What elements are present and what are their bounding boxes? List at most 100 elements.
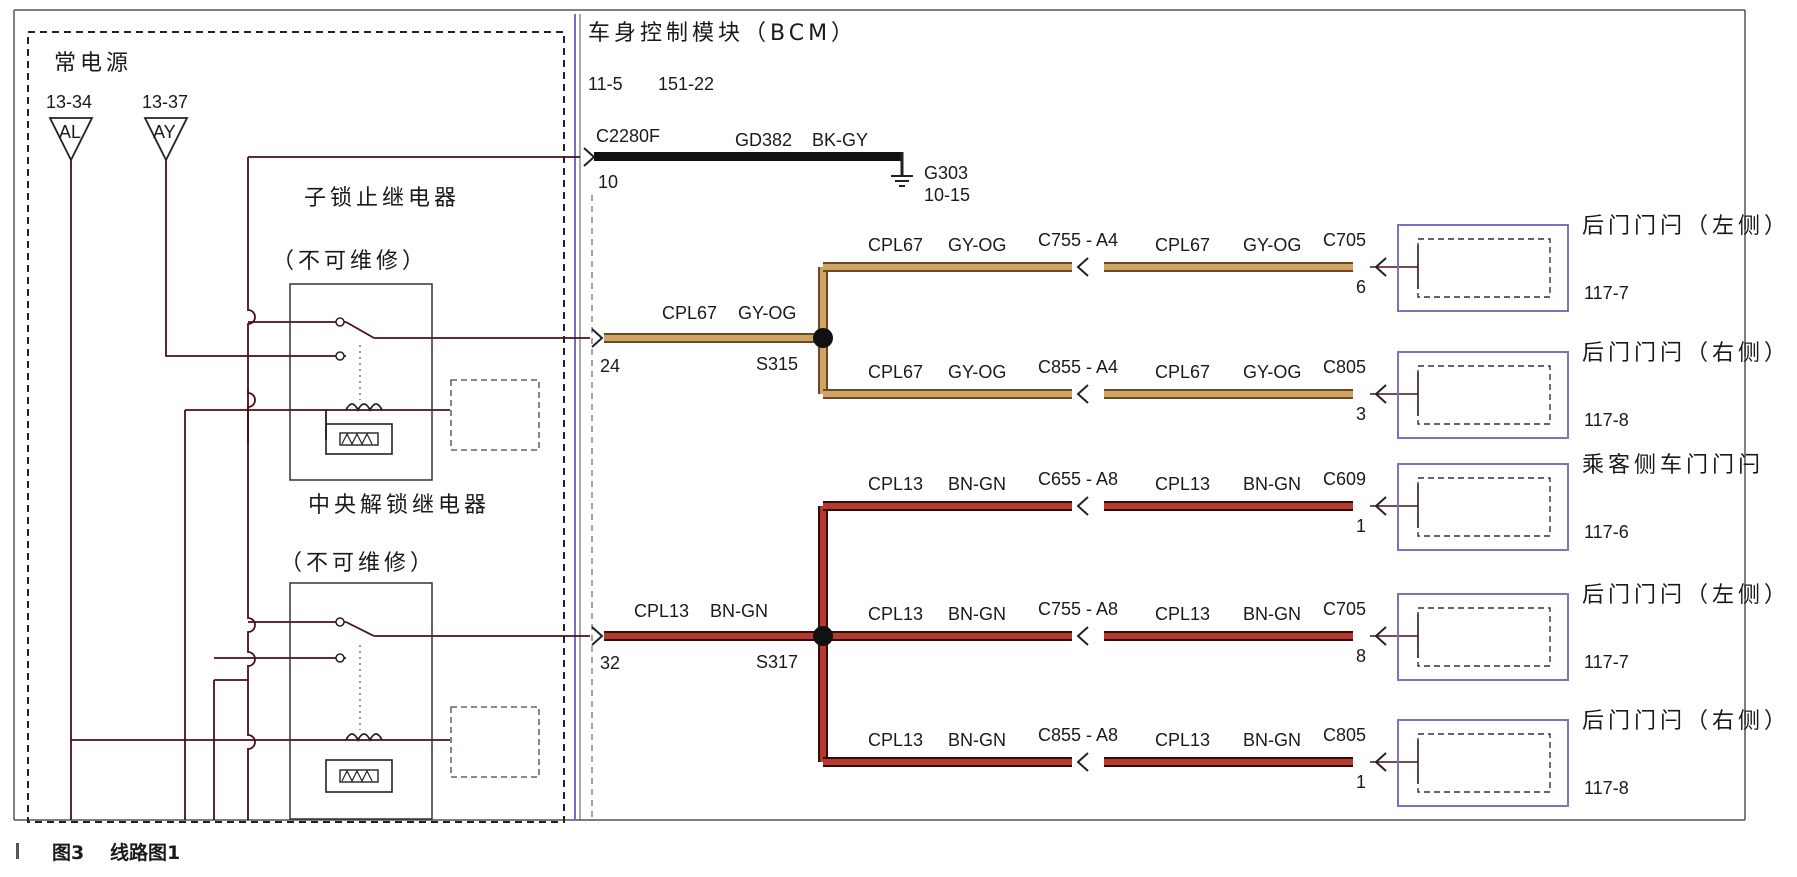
- relay2-box: [289, 582, 433, 820]
- fuse-ay: 13-37 AY: [142, 92, 189, 163]
- group_b-branch-2-module-inner: [1417, 607, 1551, 667]
- group_b-branch-1-color2: BN-GN: [1243, 474, 1301, 494]
- group_a-branch-2-color: GY-OG: [948, 362, 1006, 382]
- group_b-branch-3-device-ref: 117-8: [1584, 778, 1629, 798]
- group_a-branch-1-color: GY-OG: [948, 235, 1006, 255]
- fuse-al-ref: 13-34: [46, 92, 92, 112]
- group_b-splice-label: S317: [756, 652, 798, 672]
- fuse-al-triangle: [48, 117, 94, 163]
- relay2-contact-b: [335, 653, 345, 663]
- group_b-main-color: BN-GN: [710, 601, 768, 621]
- group_b-branch-2-inline: C755 - A8: [1038, 599, 1118, 619]
- group_b-branch-2-color2: BN-GN: [1243, 604, 1301, 624]
- group_a-branch-1-device-name: 后门门闩（左侧）: [1582, 214, 1790, 239]
- group_a-bcm-pin: 24: [600, 356, 620, 376]
- relay2-aux-box: [450, 706, 540, 778]
- group_b-branch-3-inline: C855 - A8: [1038, 725, 1118, 745]
- caption-title: 线路图1: [110, 841, 180, 864]
- group_b-branch-2-inline-arrow: [1076, 626, 1089, 646]
- diagram-frame: [13, 9, 1746, 821]
- group_b-branch-1-circuit: CPL13: [868, 474, 923, 494]
- fuse-ay-triangle: [143, 117, 189, 163]
- fuse-al-tag: AL: [59, 122, 81, 142]
- group_a-branch-1-color2: GY-OG: [1243, 235, 1301, 255]
- group_a-branch-2-module-box: [1397, 351, 1569, 439]
- group_a-branch-2-module-inner: [1417, 365, 1551, 425]
- relay1-coil: [345, 403, 383, 413]
- group_a-branch-1-device-ref: 117-7: [1584, 283, 1629, 303]
- group_b-branch-3-device-name: 后门门闩（右侧）: [1582, 709, 1790, 734]
- group_a-branch-2-device-name: 后门门闩（右侧）: [1582, 341, 1790, 366]
- group_a-branch-1-circuit2: CPL67: [1155, 235, 1210, 255]
- bcm-ref-1: 11-5: [588, 74, 623, 94]
- group_b-branch-2-pin: 8: [1356, 646, 1366, 666]
- bcm-ref-2: 151-22: [658, 74, 714, 94]
- group_b-branch-1-inline-arrow: [1076, 496, 1089, 516]
- group_b-branch-1-pin: 1: [1356, 516, 1366, 536]
- group_b-branch-2-device-name: 后门门闩（左侧）: [1582, 583, 1790, 608]
- group_a-branch-1-circuit: CPL67: [868, 235, 923, 255]
- relay1-aux-box: [450, 379, 540, 451]
- relay1-diode-box: [325, 423, 393, 455]
- group_b-branch-3-pin: 1: [1356, 772, 1366, 792]
- relay1-note: （不可维修）: [272, 249, 428, 274]
- relay2-diode-box: [325, 759, 393, 793]
- power-label: 常电源: [54, 51, 132, 76]
- bcm-connector-c2280f: C2280F: [596, 126, 660, 146]
- group_b-branch-2-module-box: [1397, 593, 1569, 681]
- group_a-main-color: GY-OG: [738, 303, 796, 323]
- power-zone-border: [27, 31, 565, 823]
- group_a-bcm-pin-arrow: [591, 328, 604, 348]
- fuse-ay-tag: AY: [153, 122, 176, 142]
- group_b-branch-3-module-box: [1397, 719, 1569, 807]
- ground-color-label: BK-GY: [812, 130, 868, 150]
- group_b-splice-dot: [813, 626, 833, 646]
- relay2-note: （不可维修）: [280, 551, 436, 576]
- group_a-branch-1-pin: 6: [1356, 277, 1366, 297]
- group_b-branch-1-device-ref: 117-6: [1584, 522, 1629, 542]
- group_a-branch-1-module-box: [1397, 224, 1569, 312]
- group_a-branch-1-inline-arrow: [1076, 257, 1089, 277]
- group_a-branch-2-connector: C805: [1323, 357, 1366, 377]
- relay2-contact-a: [335, 617, 345, 627]
- group_b-branch-3-module-inner: [1417, 733, 1551, 793]
- group_b-branch-2-connector: C705: [1323, 599, 1366, 619]
- ground-circuit-label: GD382: [735, 130, 792, 150]
- group_b-branch-3-connector: C805: [1323, 725, 1366, 745]
- group_a-splice-dot: [813, 328, 833, 348]
- group_a-branch-1-inline: C755 - A4: [1038, 230, 1118, 250]
- group_b-branch-2-color: BN-GN: [948, 604, 1006, 624]
- relay1-title: 子锁止继电器: [304, 186, 460, 211]
- group_a-branch-2-circuit2: CPL67: [1155, 362, 1210, 382]
- relay1-contact-b: [335, 351, 345, 361]
- group_b-branch-3-color2: BN-GN: [1243, 730, 1301, 750]
- relay1-box: [289, 283, 433, 481]
- group_b-branch-1-module-box: [1397, 463, 1569, 551]
- group_b-branch-2-circuit2: CPL13: [1155, 604, 1210, 624]
- group_a-branch-2-circuit: CPL67: [868, 362, 923, 382]
- group_a-branch-2-pin: 3: [1356, 404, 1366, 424]
- ground-id-label: G303: [924, 163, 968, 183]
- relay2-title: 中央解锁继电器: [308, 493, 490, 518]
- group_b-branch-3-circuit2: CPL13: [1155, 730, 1210, 750]
- group_a-branch-2-device-ref: 117-8: [1584, 410, 1629, 430]
- fuse-ay-ref: 13-37: [142, 92, 188, 112]
- group_a-branch-2-color2: GY-OG: [1243, 362, 1301, 382]
- caption-figure: 图3: [52, 842, 84, 864]
- ground-pin-arrow: [583, 147, 596, 167]
- group_b-branch-1-device-name: 乘客侧车门门闩: [1582, 453, 1764, 478]
- group_b-bcm-pin: 32: [600, 653, 620, 673]
- group_b-branch-1-color: BN-GN: [948, 474, 1006, 494]
- ground-pin-label: 10: [598, 172, 618, 192]
- bcm-title: 车身控制模块（BCM）: [588, 21, 857, 46]
- group_b-branch-1-connector: C609: [1323, 469, 1366, 489]
- group_a-branch-2-inline-arrow: [1076, 384, 1089, 404]
- group_a-branch-1-module-inner: [1417, 238, 1551, 298]
- group_b-branch-3-inline-arrow: [1076, 752, 1089, 772]
- fuse-al: 13-34 AL: [46, 92, 94, 163]
- group_a-branch-2-inline: C855 - A4: [1038, 357, 1118, 377]
- group_b-branch-1-module-inner: [1417, 477, 1551, 537]
